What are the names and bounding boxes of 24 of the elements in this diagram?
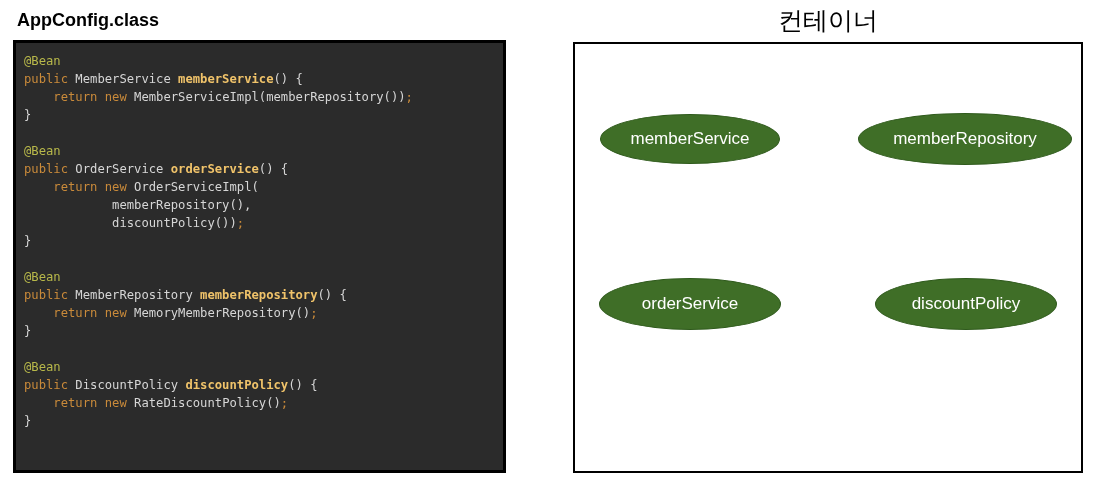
container-title: 컨테이너 <box>777 5 879 37</box>
code-line: @Bean <box>24 53 61 69</box>
file-name: AppConfig.class <box>17 10 159 31</box>
code-line: @Bean <box>24 359 61 375</box>
bean-ellipse: memberService <box>600 114 780 164</box>
code-line: public DiscountPolicy discountPolicy() { <box>24 377 318 393</box>
bean-ellipse: discountPolicy <box>875 278 1057 330</box>
code-line: @Bean <box>24 143 61 159</box>
code-line: return new MemoryMemberRepository(); <box>52 305 318 321</box>
code-line: } <box>24 323 32 339</box>
code-line: public MemberService memberService() { <box>24 71 303 87</box>
code-line: memberRepository(), <box>111 197 252 213</box>
code-line: } <box>24 107 32 123</box>
bean-ellipse: memberRepository <box>858 113 1072 165</box>
bean-ellipse: orderService <box>599 278 781 330</box>
code-line: discountPolicy()); <box>111 215 245 231</box>
code-line: return new MemberServiceImpl(memberRepository()); <box>52 89 413 105</box>
code-line: return new RateDiscountPolicy(); <box>52 395 289 411</box>
code-line: } <box>24 233 32 249</box>
code-line: } <box>24 413 32 429</box>
code-line: return new OrderServiceImpl( <box>52 179 259 195</box>
code-line: public MemberRepository memberRepository() { <box>24 287 347 303</box>
code-line: @Bean <box>24 269 61 285</box>
code-line: public OrderService orderService() { <box>24 161 289 177</box>
